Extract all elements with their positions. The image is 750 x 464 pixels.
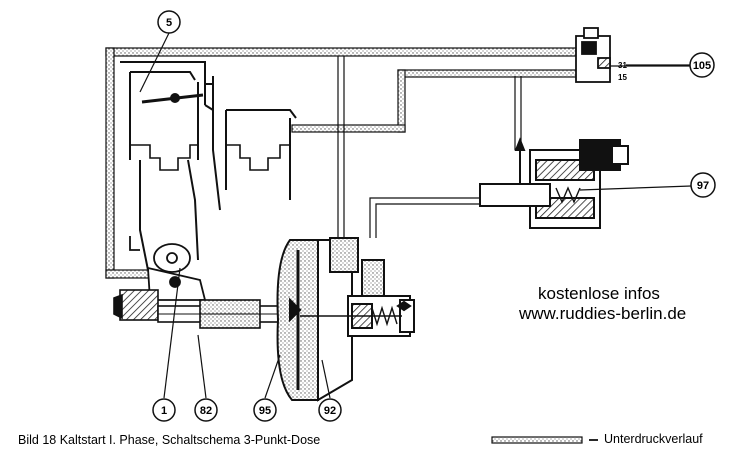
callout-1-label: 1: [161, 405, 167, 417]
carburetor-right: [204, 76, 297, 211]
callout-5: 5: [157, 10, 181, 34]
callout-82-label: 82: [200, 405, 212, 417]
vacuum-line-carburetor: [291, 69, 581, 133]
callout-5-label: 5: [166, 17, 172, 29]
actuator-rod: [113, 289, 309, 329]
diaphragm-unit: [276, 237, 415, 402]
legend-label: Unterdruckverlauf: [604, 432, 703, 446]
watermark-line-1: kostenlose infos: [538, 284, 660, 303]
callout-1: 1: [152, 398, 176, 422]
callout-95: 95: [253, 398, 277, 422]
watermark-line-2: www.ruddies-berlin.de: [519, 304, 687, 323]
figure-caption: Bild 18 Kaltstart I. Phase, Schaltschema…: [18, 433, 321, 447]
callout-97-label: 97: [697, 180, 709, 192]
terminal-15-label: 15: [618, 73, 627, 82]
callout-105-label: 105: [693, 60, 711, 72]
callout-105: 105: [689, 52, 715, 78]
leader-lines: [139, 32, 692, 399]
callout-92-label: 92: [324, 405, 336, 417]
pneumatic-tube-1: [337, 56, 345, 238]
solenoid-valve: [479, 137, 629, 229]
callout-95-label: 95: [259, 405, 271, 417]
callout-92: 92: [318, 398, 342, 422]
carburetor-left: [120, 61, 206, 271]
switch-valve: [575, 27, 690, 83]
callout-82: 82: [194, 398, 218, 422]
legend-vacuum-symbol: [491, 436, 598, 444]
terminal-31-label: 31: [618, 61, 627, 70]
callout-97: 97: [690, 172, 716, 198]
pneumatic-tube-2: [369, 76, 522, 238]
